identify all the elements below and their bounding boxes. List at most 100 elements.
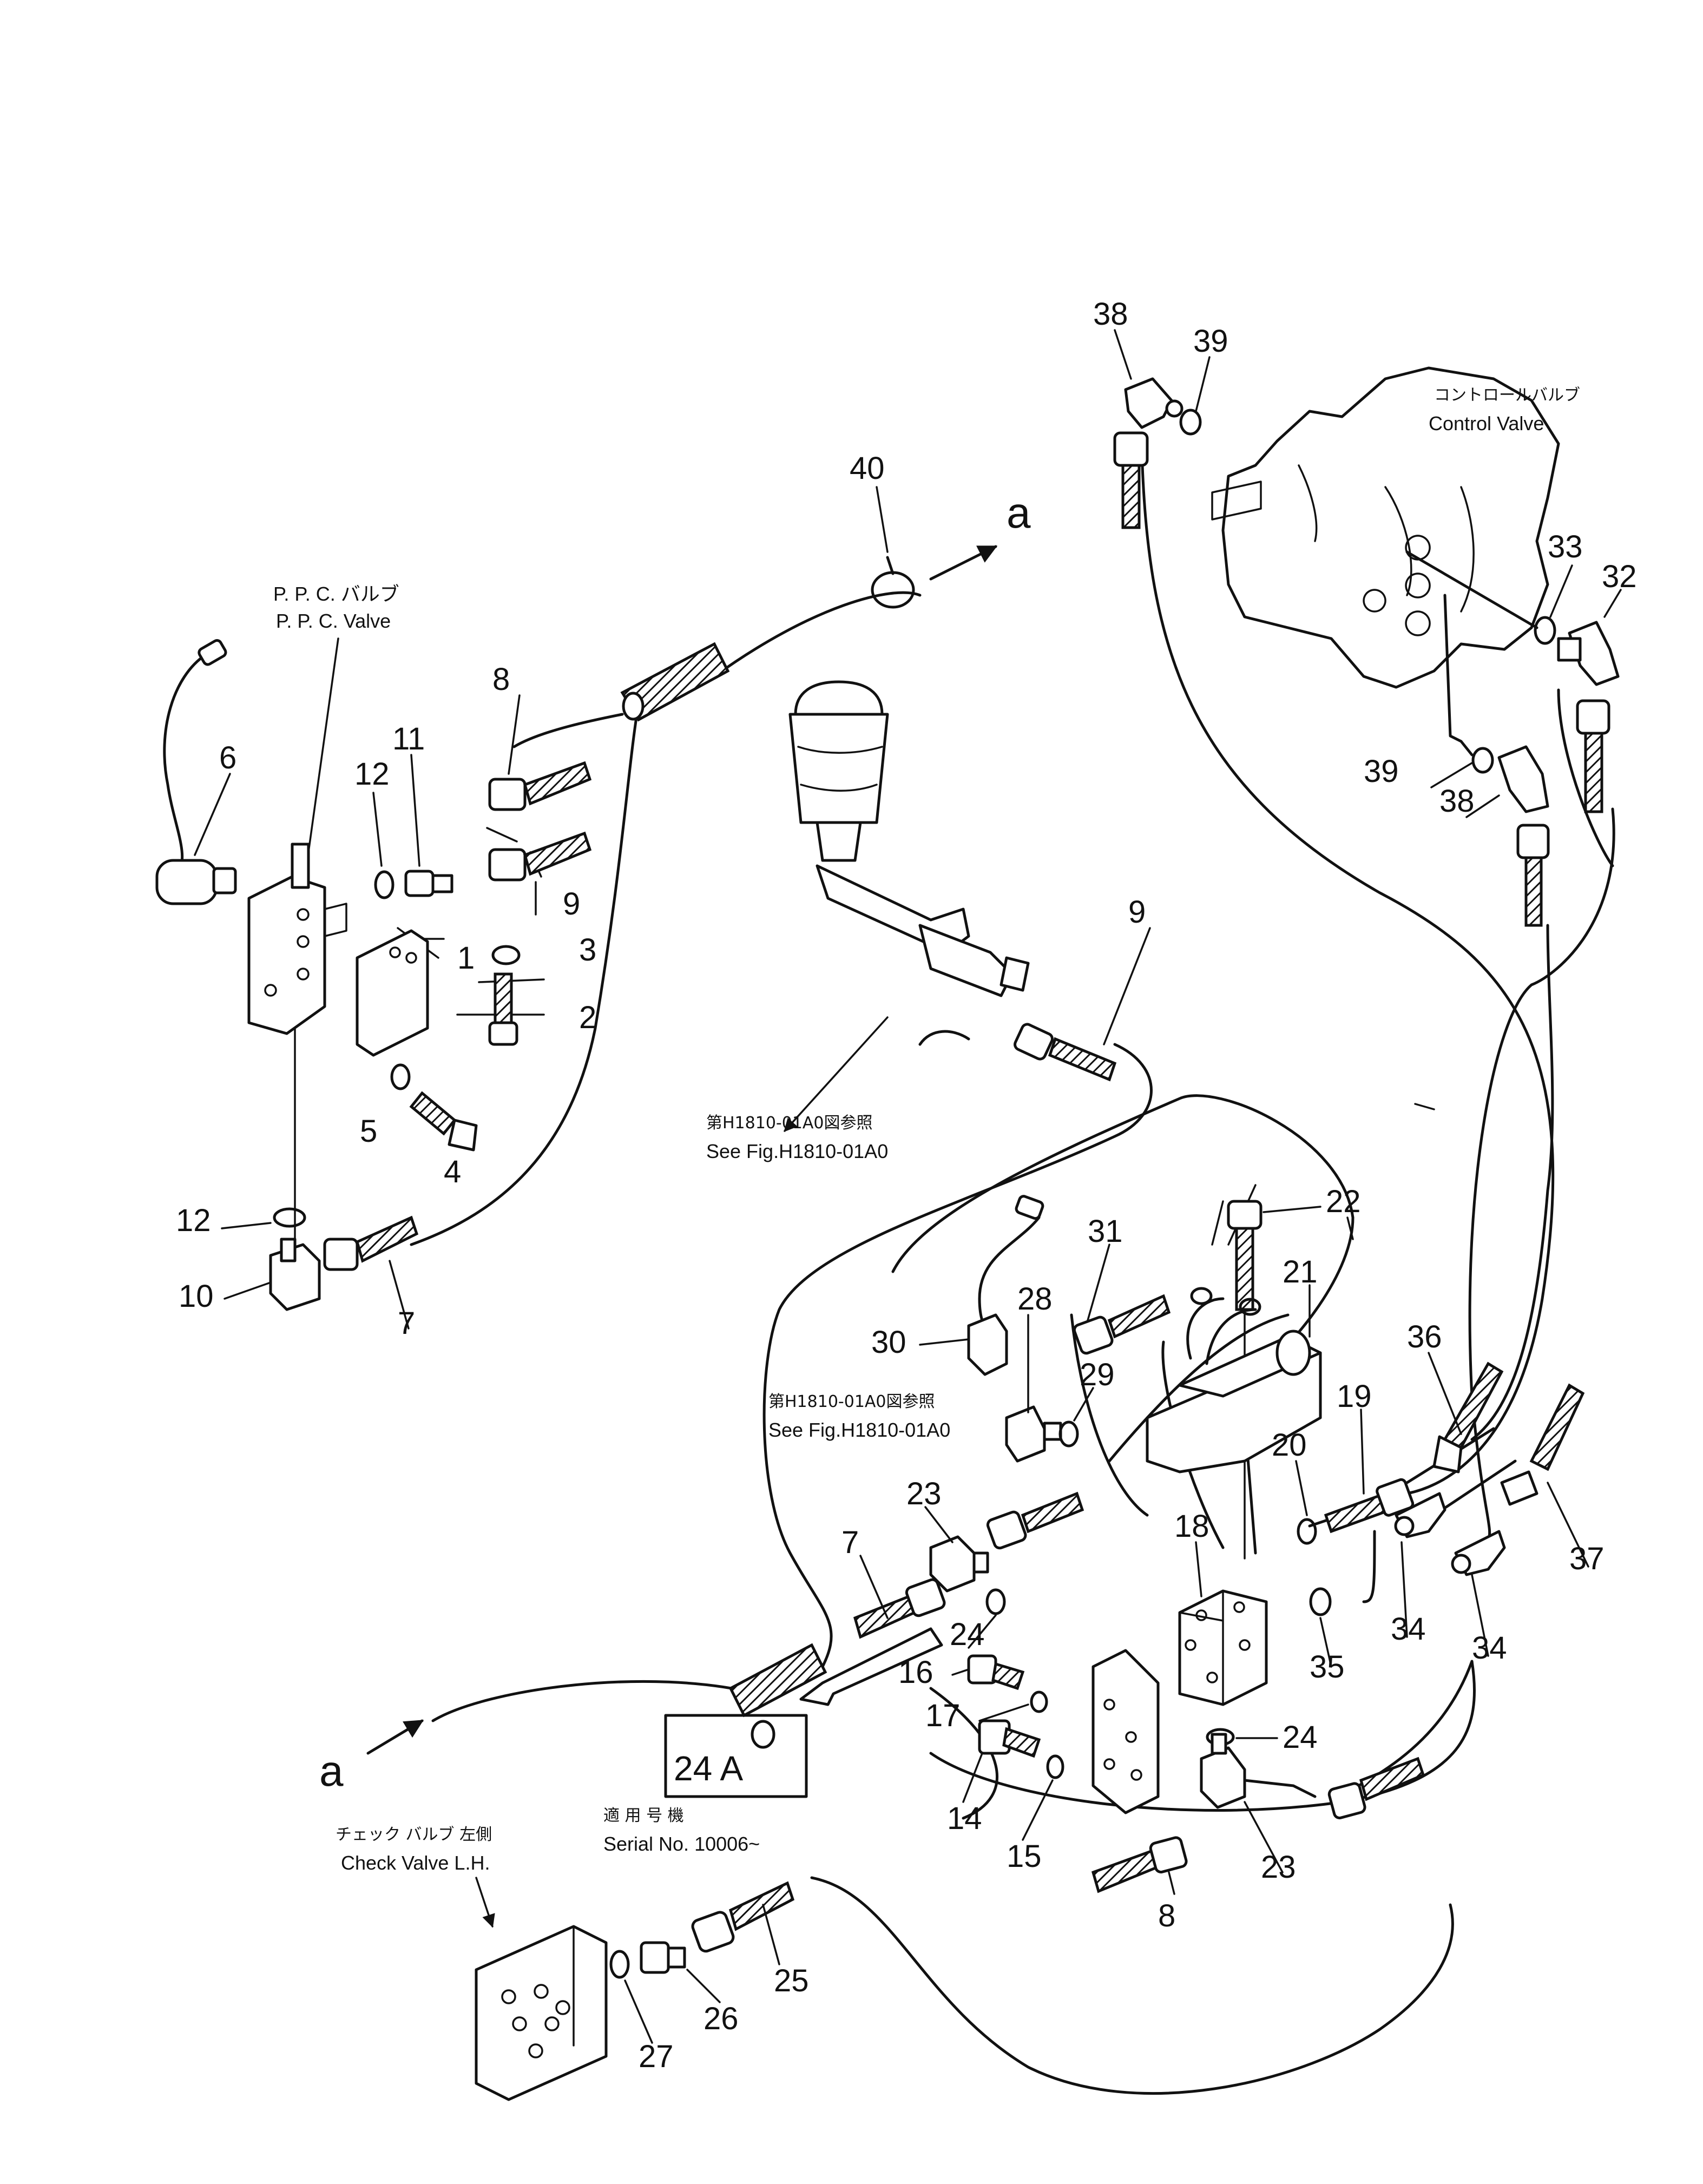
serial-label-en: Serial No. 10006~ [603, 1833, 760, 1855]
filter-assembly: 第H1810-01A0図参照 See Fig.H1810-01A0 [706, 680, 1030, 1162]
control-valve-label-en: Control Valve [1429, 412, 1544, 435]
ppc-valve-label-en: P. P. C. Valve [276, 610, 391, 632]
part-number-37: 37 [1569, 1541, 1605, 1576]
sensor-30 [967, 1195, 1044, 1376]
oring-24-a [985, 1588, 1006, 1615]
part-number-26: 26 [703, 2001, 739, 2036]
hose-end-mid-right [1516, 824, 1550, 927]
check-valve-label-en: Check Valve L.H. [341, 1852, 490, 1874]
ppc-valve-label-jp: P. P. C. バルブ [273, 583, 399, 605]
hose-end-31 [1073, 1294, 1171, 1355]
part-number-15: 15 [1007, 1839, 1042, 1874]
hose-end-7-mid [853, 1578, 946, 1639]
elbow-32 [1557, 621, 1620, 686]
part-number-3: 3 [579, 932, 596, 968]
hose-end-upper-right-of-tee [986, 1491, 1084, 1550]
part-number-7-mid: 7 [841, 1525, 859, 1560]
part-number-29: 29 [1080, 1357, 1115, 1392]
ppc-valve: P. P. C. バルブ P. P. C. Valve [247, 583, 399, 1035]
connection-a-bottom-label: a [319, 1747, 344, 1795]
part-number-21: 21 [1283, 1254, 1318, 1290]
adapter-11 [404, 870, 453, 897]
part-number-8-top: 8 [492, 662, 510, 697]
oring-12-top [374, 870, 394, 899]
inset-part-label: 24 A [674, 1749, 743, 1788]
hose-sleeve-bottom [728, 1643, 827, 1718]
part-number-17: 17 [925, 1698, 961, 1733]
oring-12-bottom [273, 1207, 306, 1228]
part-number-34-a: 34 [1391, 1611, 1426, 1647]
part-number-18: 18 [1174, 1509, 1209, 1544]
part-number-2: 2 [579, 1000, 596, 1035]
fitting-28 [1005, 1405, 1062, 1463]
part-number-5: 5 [360, 1114, 377, 1149]
part-number-40: 40 [850, 451, 885, 486]
part-number-9-mid: 9 [1128, 894, 1146, 930]
clamp-40 [871, 556, 915, 609]
number-leaders [194, 329, 1622, 2044]
hose-end-right [1576, 699, 1610, 813]
washer-17 [1030, 1690, 1048, 1713]
part-number-39-bottom: 39 [1364, 754, 1399, 789]
bolt-14 [978, 1719, 1041, 1758]
bolt-2 [488, 972, 518, 1046]
washer-3 [491, 945, 521, 965]
tee-23-bottom [1200, 1733, 1317, 1809]
part-number-23-bottom: 23 [1261, 1850, 1296, 1885]
part-number-34-b: 34 [1472, 1630, 1507, 1666]
solenoid-valve-21 [1146, 1287, 1322, 1473]
part-number-16: 16 [898, 1655, 933, 1690]
see-fig-1-jp: 第H1810-01A0図参照 [706, 1114, 873, 1133]
hose-end-9-mid [1014, 1023, 1117, 1082]
washer-15 [1046, 1754, 1064, 1779]
hose-sleeve-top [620, 642, 730, 722]
serial-label-jp: 適 用 号 機 [603, 1806, 684, 1825]
hose-end-top-left [1113, 431, 1149, 529]
oring-29 [1058, 1420, 1079, 1448]
part-number-25: 25 [774, 1963, 809, 1998]
leader-lines [287, 637, 1435, 1928]
part-number-9-top: 9 [563, 886, 580, 922]
part-number-32: 32 [1602, 559, 1637, 594]
part-number-8-bottom: 8 [1158, 1898, 1175, 1933]
hose-end-7-left [323, 1215, 419, 1271]
bolt-16 [967, 1654, 1025, 1690]
part-number-36: 36 [1407, 1319, 1442, 1354]
hose-end-bottom-right [1327, 1757, 1425, 1820]
part-number-10: 10 [179, 1279, 214, 1314]
see-fig-2-en: See Fig.H1810-01A0 [768, 1419, 950, 1441]
oring-27 [609, 1950, 630, 1979]
bracket-1 [356, 929, 429, 1057]
adapter-26 [640, 1941, 686, 1974]
oring-35 [1309, 1587, 1332, 1616]
part-number-24-b: 24 [1283, 1720, 1318, 1755]
part-number-12-top: 12 [354, 756, 390, 792]
part-number-38-bottom: 38 [1439, 784, 1475, 819]
connection-a-top: a [929, 489, 1031, 581]
part-number-33: 33 [1548, 529, 1583, 564]
part-number-6: 6 [219, 740, 236, 775]
elbow-10 [269, 1238, 321, 1311]
hose-lines [410, 448, 1615, 2095]
connection-a-top-label: a [1007, 489, 1031, 537]
hose-end-8-top [488, 761, 592, 811]
connection-a-bottom: a [319, 1719, 424, 1795]
hose-end-25 [691, 1881, 795, 1953]
part-number-31: 31 [1088, 1214, 1123, 1249]
see-fig-2-jp: 第H1810-01A0図参照 [768, 1392, 935, 1411]
part-number-4: 4 [444, 1154, 461, 1189]
washer-5 [390, 1063, 411, 1090]
hose-end-8-bottom [1091, 1836, 1188, 1893]
part-number-20: 20 [1272, 1428, 1307, 1463]
fitting-38-top [1124, 377, 1183, 429]
elbow-38-bottom [1497, 745, 1549, 813]
tee-23-top [929, 1535, 989, 1593]
solenoid-6 [155, 639, 237, 905]
bracket-center [1092, 1649, 1160, 1814]
oring-39-top [1179, 409, 1202, 436]
hose-end-37 [1500, 1383, 1585, 1506]
elbow-34-b [1451, 1530, 1506, 1576]
oring-39-bottom [1471, 747, 1494, 774]
bolt-4 [409, 1091, 478, 1152]
